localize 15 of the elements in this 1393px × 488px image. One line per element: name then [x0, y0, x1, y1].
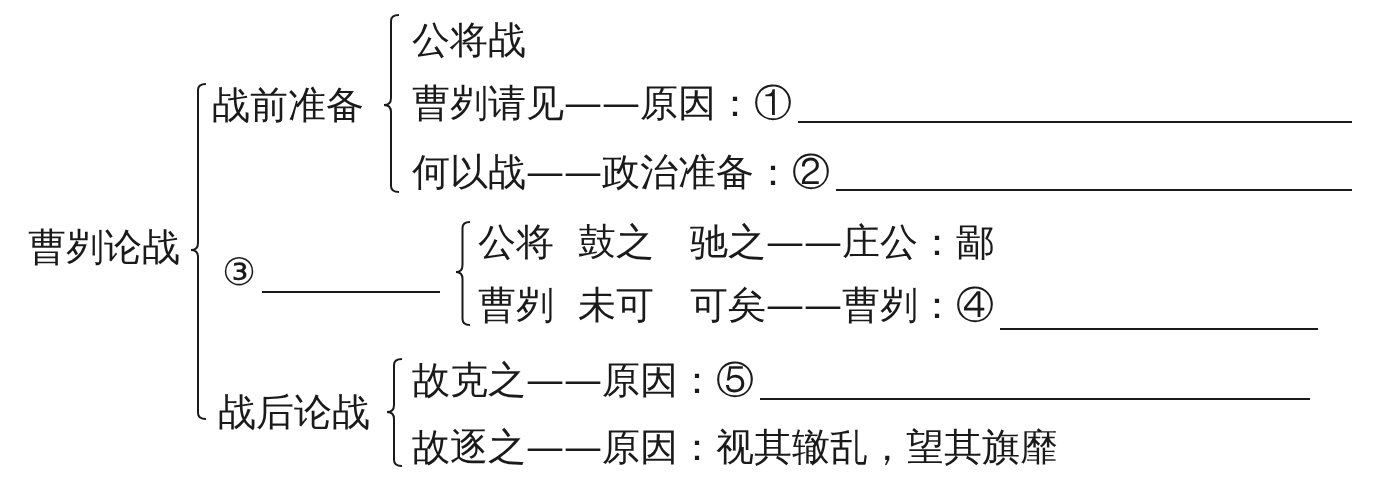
item-text: 故克之——原因：⑤: [412, 358, 754, 402]
item-text: 曹刿: [478, 283, 554, 327]
item-text: 曹刿请见——原因：①: [412, 81, 792, 125]
item-text: 公将: [478, 220, 554, 264]
item-text: 公将战: [412, 18, 526, 62]
item-text: 鼓之: [578, 220, 654, 264]
item-text: 故逐之——原因：视其辙乱，望其旗靡: [412, 425, 1058, 469]
item-text: 何以战——政治准备：②: [412, 150, 830, 194]
section-heading: 战前准备: [212, 83, 364, 127]
item-text: 未可: [578, 283, 654, 327]
circled-number: ③: [222, 250, 256, 294]
topic-title: 曹刿论战: [28, 225, 180, 269]
item-text: 可矣——曹刿：④: [690, 283, 994, 327]
section-heading: 战后论战: [218, 390, 370, 434]
item-text: 驰之——庄公：鄙: [690, 220, 994, 264]
